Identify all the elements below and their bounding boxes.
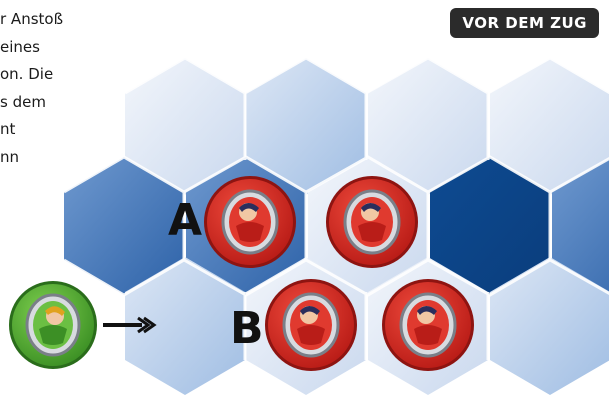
label-a: A: [168, 195, 203, 246]
hex-cell: [125, 58, 245, 195]
hex-cell: [490, 257, 609, 395]
red-token[interactable]: [382, 279, 474, 371]
hex-cell: [552, 158, 609, 294]
red-token[interactable]: [326, 176, 418, 268]
instruction-line: on. Die: [0, 65, 54, 83]
instruction-line: s dem: [0, 92, 46, 111]
instruction-line: r Anstoß: [0, 10, 64, 28]
red-token[interactable]: [265, 279, 357, 371]
hex-row-top: [125, 58, 609, 195]
hex-cell: [368, 58, 488, 195]
instruction-line: nn: [0, 147, 20, 166]
double-chevron-arrow-icon: [103, 316, 157, 334]
phase-badge: VOR DEM ZUG: [450, 8, 599, 38]
hex-cell: [64, 157, 184, 295]
red-token[interactable]: [204, 176, 296, 268]
instruction-text: r Anstoß eines on. Die s dem nt nn: [0, 6, 110, 171]
hex-grid-lines: [63, 56, 609, 360]
instruction-line: nt: [0, 120, 16, 138]
instruction-line: eines: [0, 37, 40, 56]
green-token[interactable]: [9, 281, 97, 369]
hex-cell: [430, 157, 550, 295]
hex-cell: [246, 58, 366, 195]
hex-cell: [125, 257, 245, 395]
label-b: B: [230, 303, 264, 354]
hex-cell: [490, 58, 609, 195]
